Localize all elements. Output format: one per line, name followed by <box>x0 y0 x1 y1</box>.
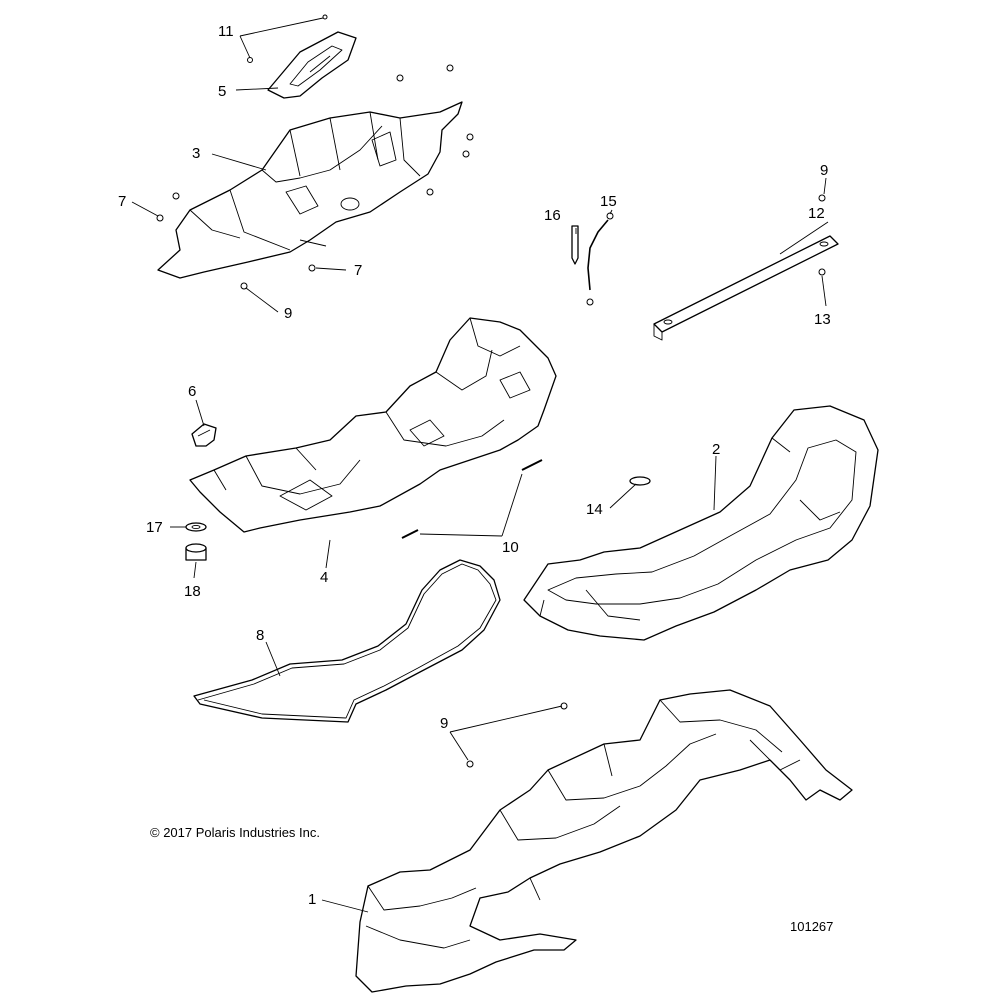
part-15-cable <box>586 212 614 306</box>
figure-number: 101267 <box>790 919 833 934</box>
callout-3: 3 <box>192 145 200 162</box>
part-5-bracket <box>267 31 357 99</box>
callout-9-strap: 9 <box>820 162 828 179</box>
callout-18: 18 <box>184 583 201 600</box>
part-1-lower-fender <box>355 689 853 993</box>
part-2-storage-tub <box>523 405 879 641</box>
callout-14: 14 <box>586 501 603 518</box>
callout-12: 12 <box>808 205 825 222</box>
callout-11: 11 <box>218 23 234 40</box>
part-17-washer <box>185 522 207 532</box>
fasteners <box>156 14 826 768</box>
part-14-cap <box>629 476 651 486</box>
callout-10: 10 <box>502 539 519 556</box>
callout-13: 13 <box>814 311 831 328</box>
callout-8: 8 <box>256 627 264 644</box>
copyright-notice: © 2017 Polaris Industries Inc. <box>150 825 320 840</box>
leader-lines <box>131 17 829 913</box>
callout-17: 17 <box>146 519 163 536</box>
part-12-strap <box>653 235 839 341</box>
callout-16: 16 <box>544 207 561 224</box>
callout-15: 15 <box>600 193 617 210</box>
callout-9-upper: 9 <box>284 305 292 322</box>
callout-1: 1 <box>308 891 316 908</box>
callout-7-right: 7 <box>354 262 362 279</box>
part-4-floor-panel <box>189 317 557 533</box>
callouts: 11 5 3 7 7 9 9 12 13 15 16 6 17 18 4 10 … <box>118 23 831 908</box>
callout-2: 2 <box>712 441 720 458</box>
part-16-pin <box>571 225 579 265</box>
part-18-bushing <box>185 543 207 561</box>
callout-5: 5 <box>218 83 226 100</box>
part-3-upper-cover <box>157 101 463 279</box>
callout-7-left: 7 <box>118 193 126 210</box>
part-10-rods <box>401 459 543 539</box>
part-6-clip <box>191 423 217 447</box>
callout-9-lower: 9 <box>440 715 448 732</box>
callout-4: 4 <box>320 569 328 586</box>
part-8-gasket <box>193 559 501 723</box>
callout-6: 6 <box>188 383 196 400</box>
